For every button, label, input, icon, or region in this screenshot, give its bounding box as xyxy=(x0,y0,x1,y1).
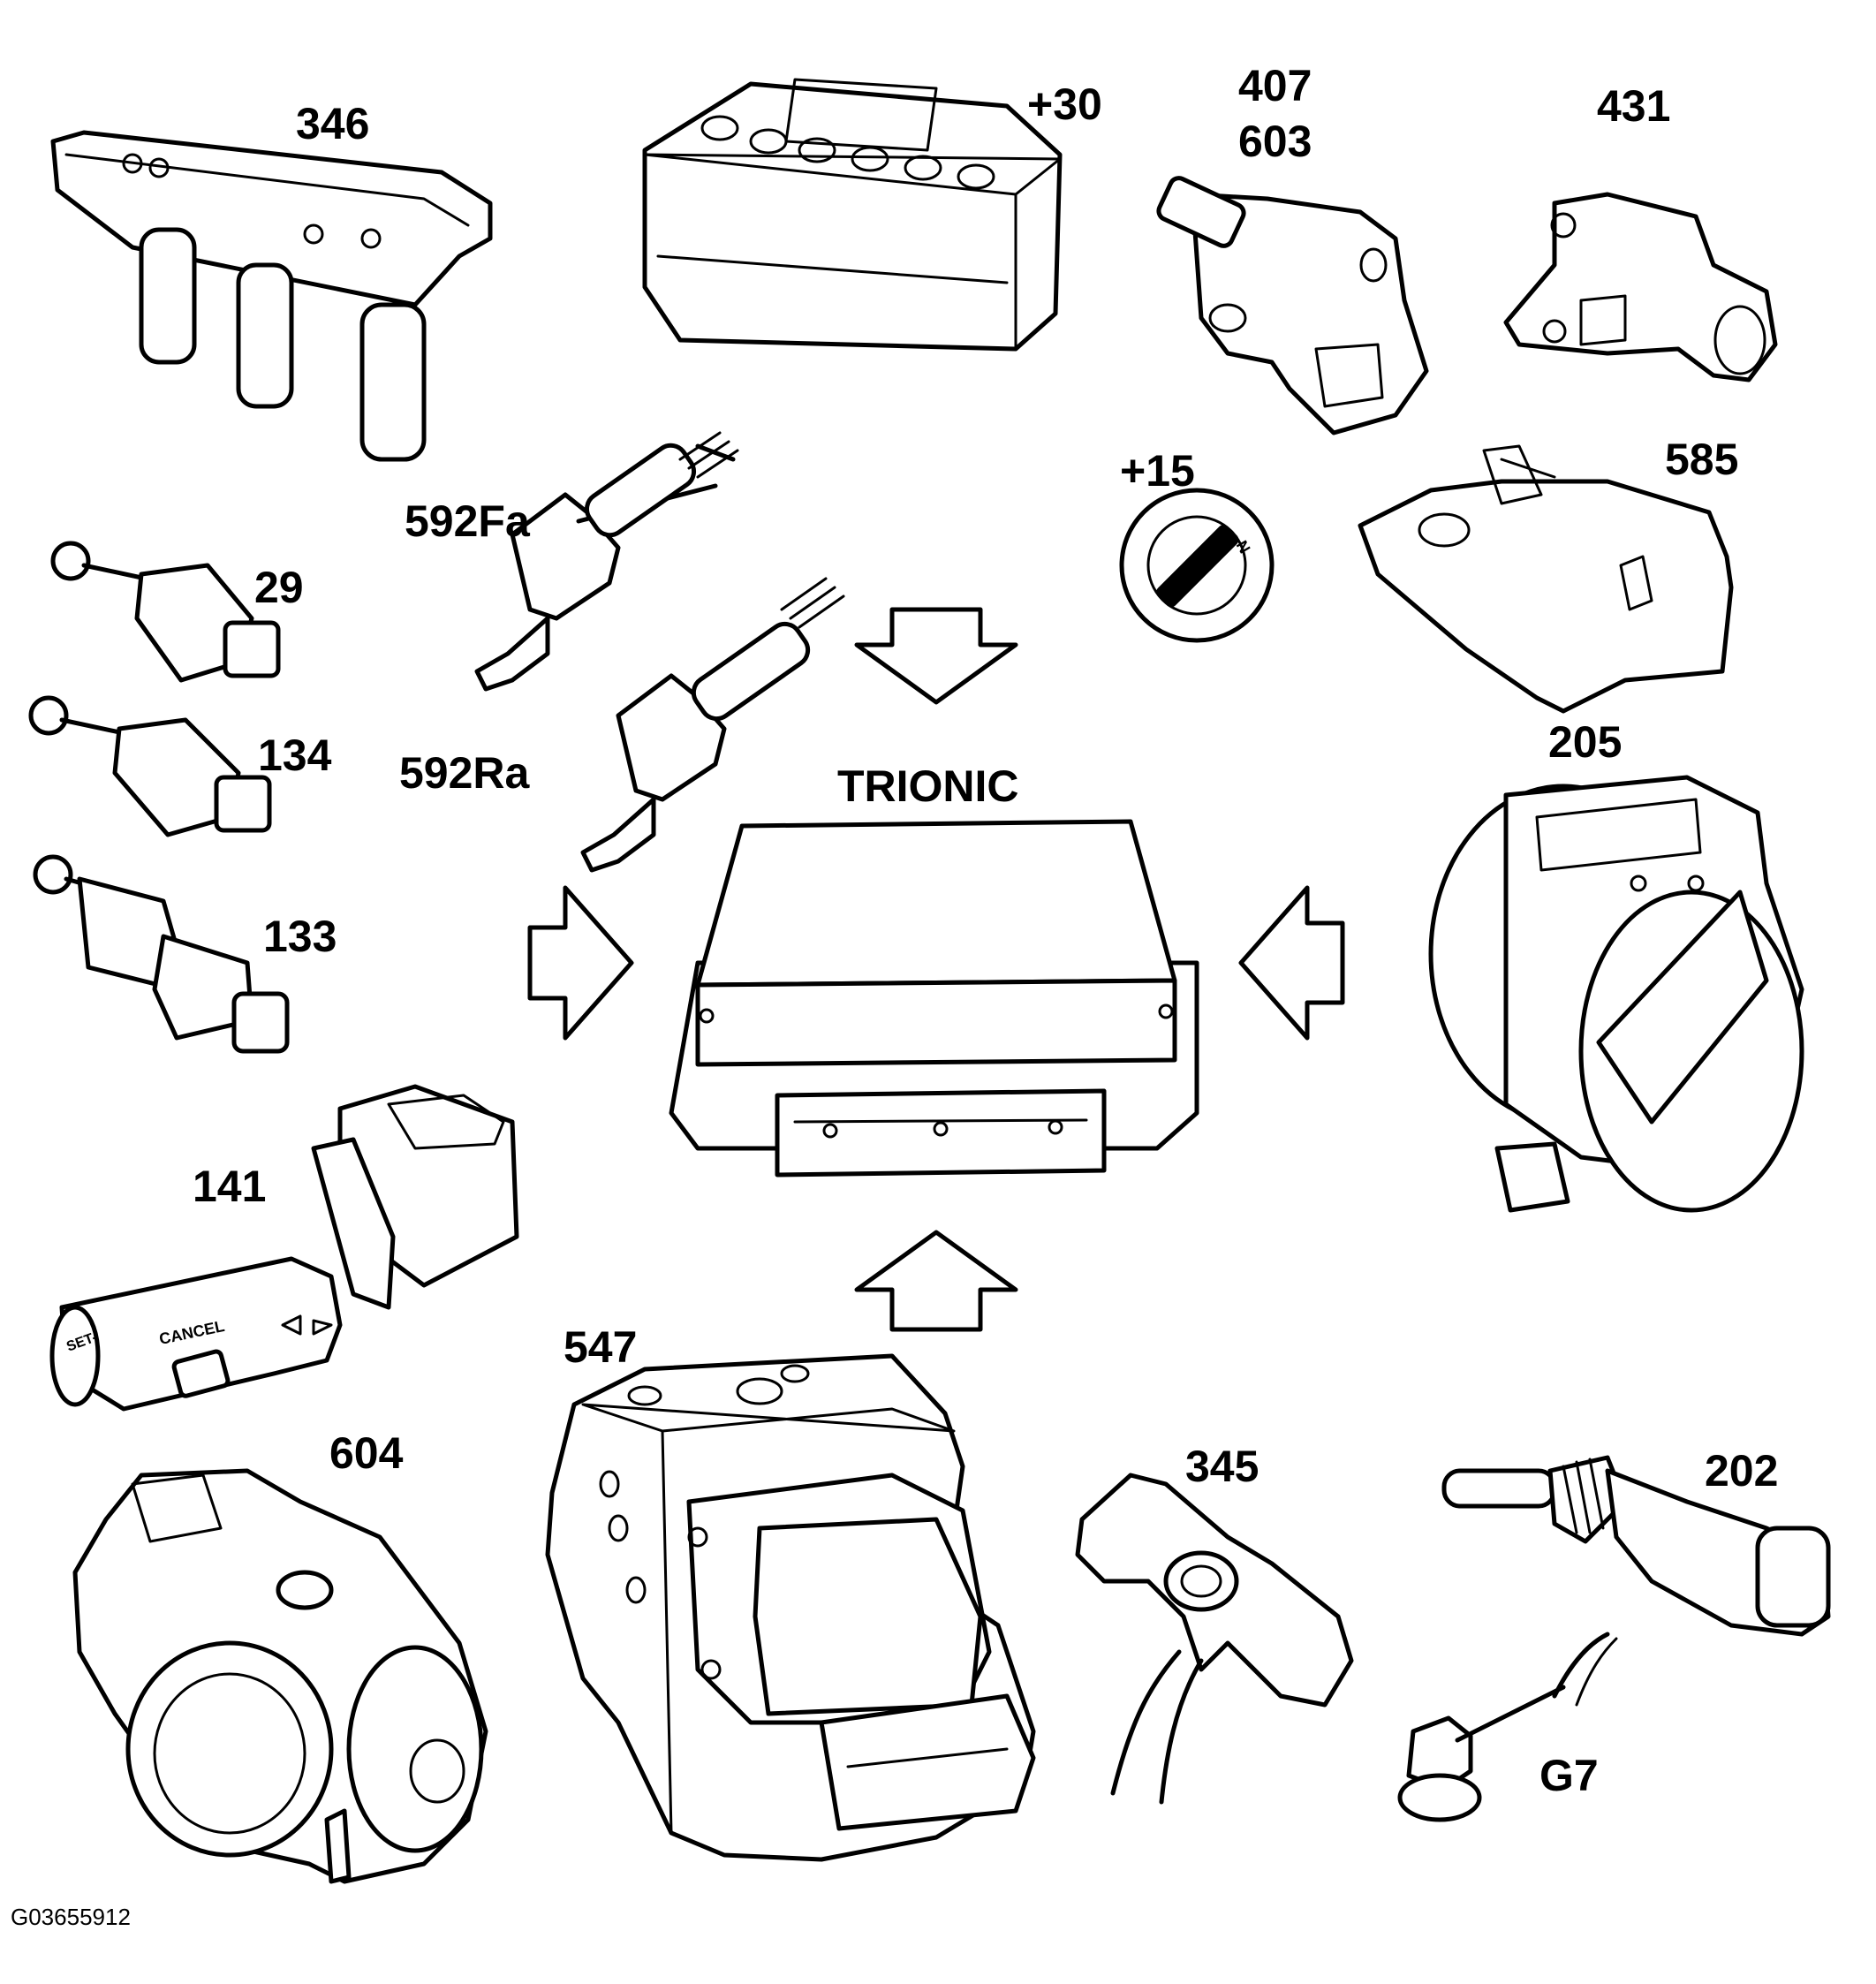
pressure-sensor-a-drawing xyxy=(1156,176,1429,435)
oxygen-sensor-rear-drawing xyxy=(580,577,845,873)
ignition-coil-drawing xyxy=(50,130,493,462)
label-ignition-coil: 346 xyxy=(296,99,370,148)
switch-133-drawing xyxy=(33,854,290,1054)
abs-module-drawing xyxy=(545,1353,1036,1862)
figure-code: G03655912 xyxy=(11,1904,131,1930)
arrow-left xyxy=(527,885,634,1041)
switch-29-drawing xyxy=(50,541,281,683)
mass-air-flow-meter-drawing xyxy=(1428,775,1804,1213)
label-pressure-sensor-407: 407 xyxy=(1238,61,1312,110)
label-ignition-switch: +15 xyxy=(1120,446,1195,496)
label-oxygen-sensor-rear: 592Ra xyxy=(399,748,530,798)
ground-point-drawing xyxy=(1397,1632,1618,1822)
crank-sensor-drawing xyxy=(1075,1473,1354,1805)
arrow-right xyxy=(1238,885,1345,1041)
pedal-module-drawing xyxy=(1358,444,1734,714)
switch-134-drawing xyxy=(28,695,272,837)
oxygen-sensor-front-drawing xyxy=(474,431,739,692)
battery-drawing xyxy=(642,78,1063,352)
label-crank-sensor: 345 xyxy=(1185,1442,1259,1491)
arrow-top xyxy=(854,607,1018,705)
label-switch-134: 134 xyxy=(258,731,332,780)
label-oxygen-sensor-front: 592Fa xyxy=(405,496,530,546)
coolant-sensor-drawing xyxy=(1441,1455,1831,1637)
label-switch-133: 133 xyxy=(263,912,337,961)
label-mass-air-flow-meter: 205 xyxy=(1548,717,1623,767)
trionic-control-unit-drawing xyxy=(669,819,1199,1178)
label-abs-module: 547 xyxy=(564,1322,638,1372)
label-trionic: TRIONIC xyxy=(837,761,1019,811)
label-ground-point: G7 xyxy=(1539,1751,1599,1800)
label-throttle-body: 604 xyxy=(329,1428,404,1478)
throttle-body-drawing xyxy=(72,1468,488,1884)
pressure-sensor-b-drawing xyxy=(1503,192,1778,382)
label-pedal-module: 585 xyxy=(1665,435,1739,484)
label-switch-29: 29 xyxy=(254,563,304,612)
ignition-switch-drawing: O N xyxy=(1119,488,1275,643)
label-coolant-sensor: 202 xyxy=(1705,1446,1779,1496)
label-battery: +30 xyxy=(1027,80,1102,129)
cruise-control-stalk-drawing: CANCEL SET- xyxy=(49,1084,519,1412)
arrow-bottom xyxy=(854,1230,1018,1332)
label-pressure-sensor-603: 603 xyxy=(1238,117,1312,166)
label-cruise-control-stalk: 141 xyxy=(193,1162,267,1211)
label-pressure-sensor-431: 431 xyxy=(1597,81,1671,131)
